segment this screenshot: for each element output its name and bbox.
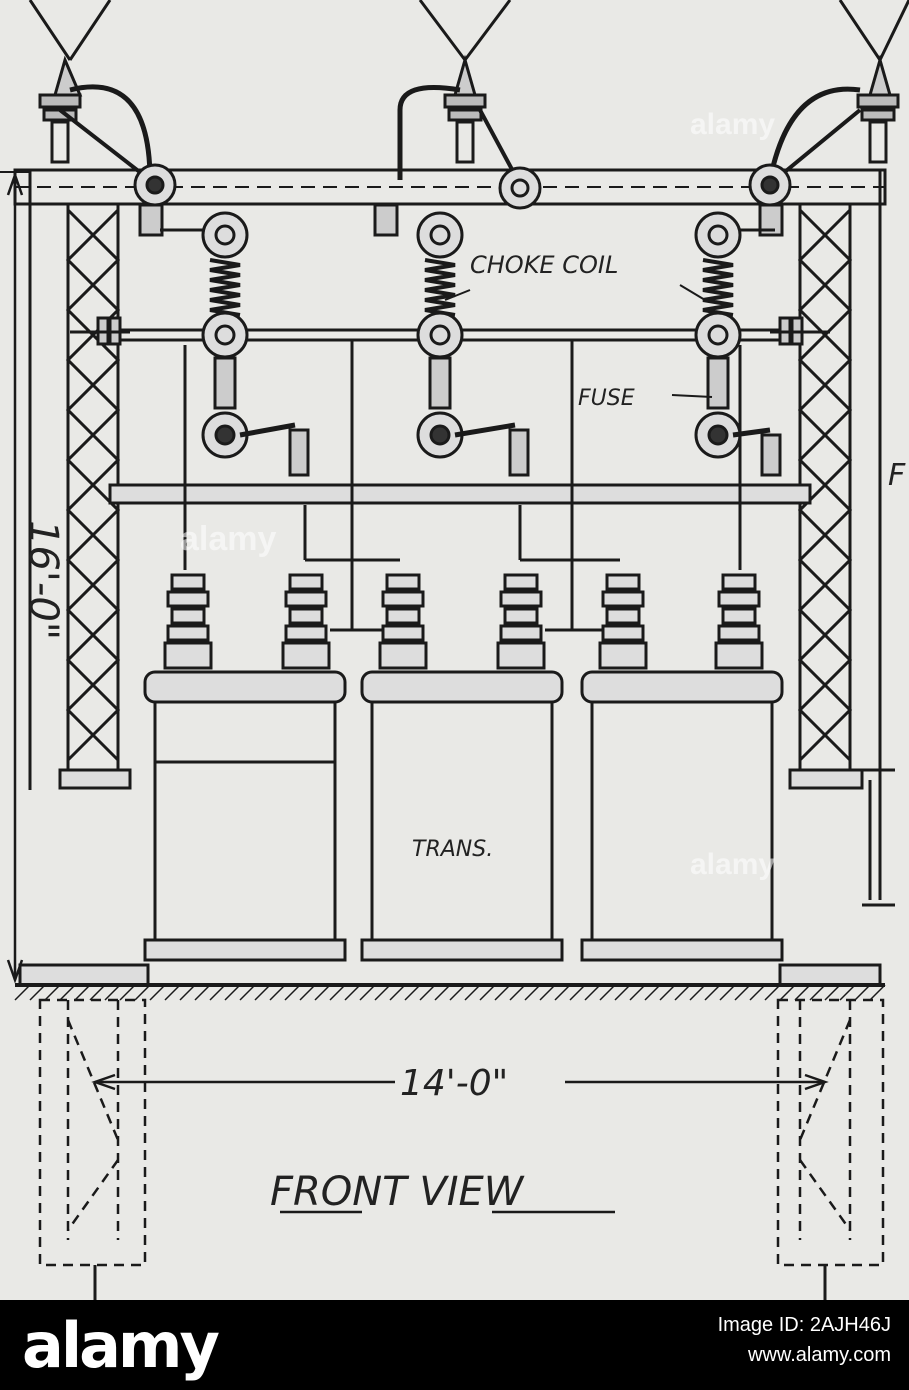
logo-text: alamy — [22, 1309, 220, 1382]
front-view-diagram: CHOKE COIL FUSE TRANS. 14'-0" FRONT VIEW… — [0, 0, 909, 1300]
watermark-3: alamy — [180, 520, 277, 558]
transformer-left — [143, 670, 347, 962]
technical-drawing: CHOKE COIL FUSE TRANS. 14'-0" FRONT VIEW… — [0, 0, 909, 1300]
bushings — [163, 573, 764, 670]
trans-label: TRANS. — [412, 837, 493, 862]
phase-c — [694, 211, 782, 570]
watermark-1: alamy — [690, 108, 776, 141]
edge-letter-label: F — [888, 458, 906, 493]
fuse-label: FUSE — [578, 386, 635, 411]
phase-b — [416, 211, 530, 477]
top-insulator-right — [856, 54, 900, 164]
alamy-logo: alamy — [22, 1309, 232, 1382]
height-dimension-label: 16'-0" — [20, 520, 66, 640]
top-insulator-left — [38, 55, 83, 164]
site-url: www.alamy.com — [748, 1344, 891, 1366]
tower-right — [788, 204, 864, 790]
image-id: Image ID: 2AJH46J — [717, 1314, 891, 1336]
width-dimension-label: 14'-0" — [400, 1063, 508, 1104]
footer-bar: alamy Image ID: 2AJH46J www.alamy.com — [0, 1300, 909, 1390]
transformer-mid — [360, 670, 564, 962]
watermark-2: alamy — [690, 848, 776, 881]
choke-coil-label: CHOKE COIL — [470, 251, 618, 279]
transformer-right — [580, 670, 784, 962]
phase-a — [160, 211, 310, 570]
view-title: FRONT VIEW — [270, 1169, 525, 1215]
